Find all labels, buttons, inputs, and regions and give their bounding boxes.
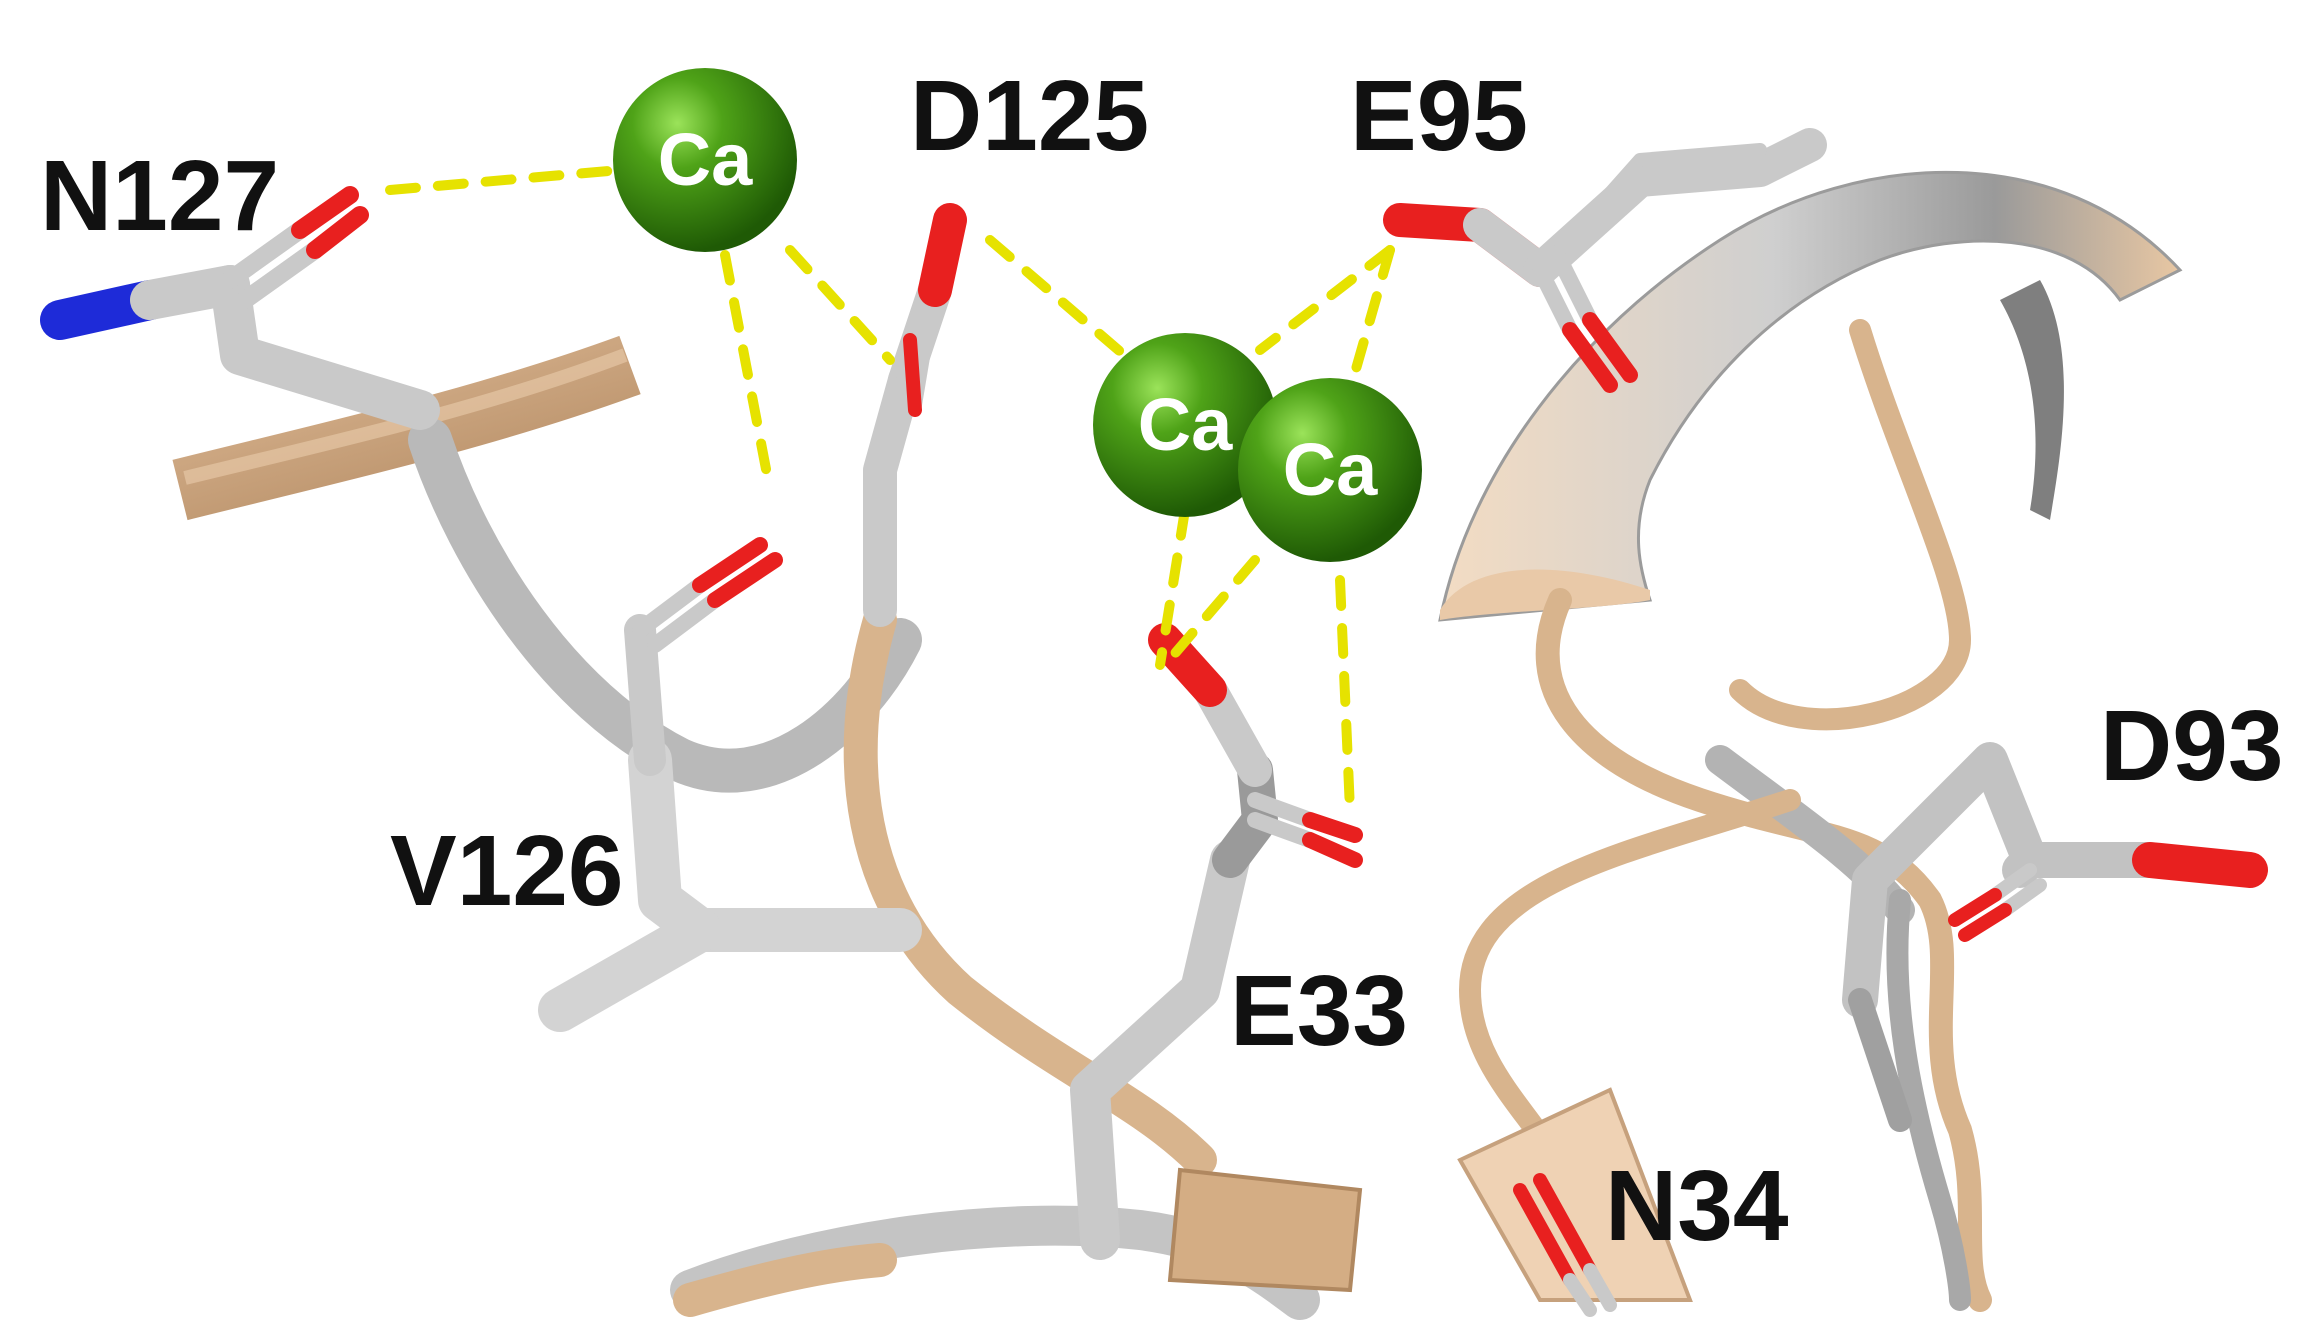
backbone-helix-right-lower — [1440, 569, 1650, 620]
backbone-strand-top-left — [172, 335, 641, 521]
backbone-strand-bottom-tan — [673, 1243, 897, 1317]
residue-n127-sticks — [40, 186, 440, 430]
backbone-sheet-bottom — [1167, 1167, 1363, 1293]
residue-labels: N127 D125 E95 V126 D93 E33 N34 — [40, 60, 2283, 1262]
residue-label-e95: E95 — [1350, 60, 1528, 172]
side-chains — [40, 128, 2268, 1317]
calcium-ion-2-label: Ca — [1138, 383, 1233, 466]
backbone-loop-n34 — [1458, 789, 1801, 1181]
backbone-sheet-n34 — [1457, 1087, 1693, 1302]
backbone-loop-right-b — [1535, 588, 1992, 1312]
residue-label-d125: D125 — [910, 60, 1149, 172]
residue-e95-sticks — [1383, 128, 1827, 393]
residue-d125-sticks — [863, 203, 967, 627]
calcium-ion-1: Ca — [613, 68, 797, 252]
calcium-ion-2: Ca — [1093, 333, 1277, 517]
backbone-loop-right-bottom — [1886, 889, 1971, 1311]
backbone-loop-right-a — [1729, 319, 1972, 731]
residue-e33-sticks — [1070, 623, 1363, 1260]
backbone-loop-d125 — [843, 603, 1217, 1177]
residue-label-d93: D93 — [2100, 690, 2283, 802]
backbone-helix-right-back — [2000, 280, 2064, 520]
residue-v126-sticks — [538, 537, 922, 1032]
residue-label-n127: N127 — [40, 140, 279, 252]
calcium-ion-3: Ca — [1238, 378, 1422, 562]
residue-d93-sticks — [1842, 742, 2268, 1132]
residue-label-e33: E33 — [1230, 955, 1408, 1067]
calcium-ion-3-label: Ca — [1283, 428, 1378, 511]
coordination-bonds — [385, 165, 1395, 815]
residue-label-n34: N34 — [1605, 1150, 1789, 1262]
backbone-helix-right — [1438, 170, 2183, 622]
calcium-ion-1-label: Ca — [658, 118, 753, 201]
residue-n34-sticks — [1513, 1173, 1617, 1317]
calcium-ions: Ca Ca Ca — [613, 68, 1422, 562]
residue-label-v126: V126 — [390, 815, 624, 927]
